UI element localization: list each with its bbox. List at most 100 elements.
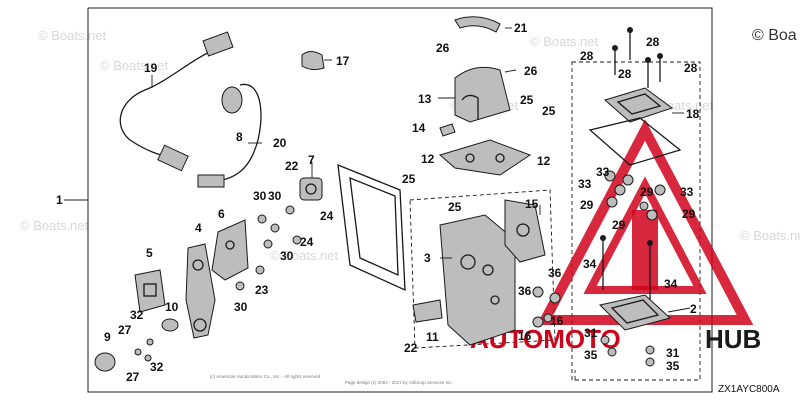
- callout-22: 22: [285, 159, 299, 173]
- callout-14: 14: [412, 121, 426, 135]
- watermark: © Boats.net: [100, 58, 169, 73]
- callout-11: 11: [426, 330, 439, 344]
- part-grommet-7: [299, 177, 323, 201]
- watermark: © Boats.net: [20, 218, 89, 233]
- callout-36: 36: [548, 266, 562, 280]
- bolts-left: [134, 205, 302, 362]
- callout-31: 31: [666, 346, 680, 360]
- callout-29: 29: [580, 198, 594, 212]
- part-bracket-6: [211, 219, 249, 281]
- watermark: © Boats.net: [38, 28, 107, 43]
- callout-13: 13: [418, 92, 432, 106]
- callout-28: 28: [618, 67, 632, 81]
- callout-36: 36: [518, 284, 532, 298]
- callout-26: 26: [436, 41, 450, 55]
- callout-34: 34: [583, 257, 597, 271]
- part-bracket-5: [134, 269, 166, 313]
- watermark: © Boats.net: [530, 34, 599, 49]
- callout-12: 12: [537, 154, 551, 168]
- brand-text-hub: HUB: [705, 324, 761, 354]
- bolts-28: [612, 27, 663, 88]
- callout-30: 30: [234, 300, 248, 314]
- callout-32: 32: [130, 308, 144, 322]
- callout-33: 33: [596, 165, 610, 179]
- callout-8: 8: [236, 130, 243, 144]
- copyright-line: (c) American Honda Motor Co., Inc. - All…: [210, 374, 321, 379]
- part-plate-12: [438, 139, 532, 176]
- part-lever-4: [185, 243, 216, 339]
- callout-30: 30: [268, 189, 282, 203]
- callout-30: 30: [280, 249, 294, 263]
- callout-25: 25: [402, 172, 416, 186]
- callout-30: 30: [253, 189, 267, 203]
- callout-25: 25: [520, 93, 534, 107]
- part-gasket: [337, 163, 406, 292]
- callout-35: 35: [584, 348, 598, 362]
- callout-18: 18: [686, 107, 700, 121]
- callout-33: 33: [578, 177, 592, 191]
- footer: (c) American Honda Motor Co., Inc. - All…: [210, 374, 780, 395]
- callout-7: 7: [308, 153, 315, 167]
- callout-27: 27: [126, 370, 140, 384]
- nuts-bottom: [600, 335, 655, 367]
- callout-3: 3: [424, 251, 431, 265]
- part-gasket-right: [588, 117, 682, 166]
- callout-29: 29: [612, 218, 626, 232]
- part-control-box-3: [439, 214, 516, 346]
- callout-10: 10: [165, 300, 179, 314]
- callout-28: 28: [684, 61, 698, 75]
- watermark: © Boats.net: [270, 248, 339, 263]
- callout-5: 5: [146, 246, 153, 260]
- part-plate-18: [603, 87, 674, 123]
- part-cable-20: [197, 83, 262, 188]
- callout-labels: 1 2 3 4 5 6 7 8 9 10 11 12 12 13 14 15 1…: [56, 21, 700, 384]
- callout-2: 2: [690, 302, 697, 316]
- callout-32: 32: [150, 360, 164, 374]
- part-collars: [532, 286, 561, 328]
- callout-28: 28: [580, 49, 594, 63]
- callout-24: 24: [300, 235, 314, 249]
- callout-9: 9: [104, 330, 111, 344]
- callout-33: 33: [680, 185, 694, 199]
- callout-15: 15: [525, 197, 539, 211]
- leader-lines: [64, 27, 691, 313]
- part-bracket-11: [412, 299, 443, 323]
- part-cover-21: [454, 16, 501, 33]
- part-grommet-17: [301, 51, 325, 71]
- callout-16: 16: [518, 329, 532, 343]
- callout-27: 27: [118, 323, 132, 337]
- callout-23: 23: [255, 283, 269, 297]
- part-pin-10: [94, 318, 179, 372]
- callout-17: 17: [336, 54, 350, 68]
- callout-34: 34: [664, 277, 678, 291]
- callout-25: 25: [542, 104, 556, 118]
- callout-28: 28: [646, 35, 660, 49]
- callout-31: 31: [584, 326, 598, 340]
- callout-6: 6: [218, 207, 225, 221]
- callout-16: 16: [550, 314, 564, 328]
- callout-24: 24: [320, 209, 334, 223]
- callout-12: 12: [421, 152, 435, 166]
- footer-text: Page design (c) 2004 - 2017 by Ariliscop…: [345, 380, 453, 385]
- part-cover-15: [504, 199, 546, 263]
- callout-25: 25: [448, 200, 462, 214]
- part-housing-13: [454, 66, 511, 123]
- part-clip-14: [439, 123, 456, 137]
- callout-29: 29: [682, 207, 696, 221]
- callout-20: 20: [273, 136, 287, 150]
- callout-1: 1: [56, 193, 63, 207]
- washers-right: [604, 170, 666, 221]
- callout-22: 22: [404, 341, 418, 355]
- callout-4: 4: [195, 221, 202, 235]
- callout-29: 29: [640, 185, 654, 199]
- diagram-code: ZX1AYC800A: [718, 384, 780, 395]
- part-wire-harness: [119, 31, 234, 172]
- callout-19: 19: [144, 61, 158, 75]
- callout-21: 21: [514, 21, 528, 35]
- callout-26: 26: [524, 64, 538, 78]
- part-base-plate-2: [599, 294, 672, 331]
- watermark: © Boats.net: [740, 228, 800, 243]
- studs-34: [600, 235, 653, 300]
- callout-35: 35: [666, 359, 680, 373]
